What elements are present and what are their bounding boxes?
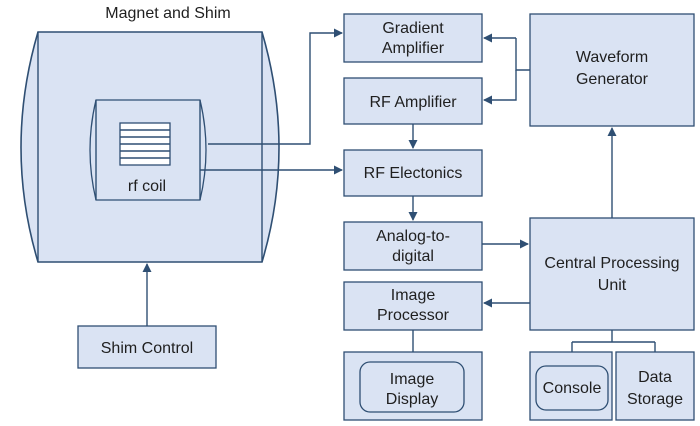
image-display-label-line1: Image — [390, 371, 435, 388]
waveform-generator-label-line1: Waveform — [576, 49, 648, 66]
waveform-to-rf-amplifier-arrow — [483, 70, 517, 105]
gradient-amplifier-label-line2: Amplifier — [382, 40, 445, 57]
gradient-amplifier-label-line1: Gradient — [382, 20, 444, 37]
rf-coil: rf coil — [89, 99, 207, 201]
shim-control-box — [77, 325, 217, 369]
central-processing-unit-box — [529, 217, 695, 331]
waveform-generator-link — [515, 38, 530, 71]
cpu-to-peripherals-connector — [571, 330, 656, 352]
magnet-title: Magnet and Shim — [105, 5, 230, 22]
rf-amplifier-box — [343, 77, 483, 125]
rf-electronics-label: RF Electonics — [364, 165, 463, 182]
data-storage-label-line2: Storage — [627, 391, 683, 408]
waveform-generator-label-line2: Generator — [576, 71, 649, 88]
image-display-screen — [359, 361, 465, 413]
gradient-to-magnet-arrow — [208, 28, 343, 145]
image-processor-label-line2: Processor — [377, 307, 450, 324]
data-storage-box — [615, 351, 695, 421]
analog-to-digital-label-line2: digital — [392, 248, 434, 265]
gradient-amplifier-box — [343, 13, 483, 63]
console-screen — [535, 365, 609, 411]
console-label: Console — [543, 380, 602, 397]
cpu-label-line2: Unit — [598, 277, 627, 294]
waveform-generator-box — [529, 13, 695, 127]
analog-to-digital-label-line1: Analog-to- — [376, 228, 450, 245]
analog-to-digital-box — [343, 221, 483, 271]
image-display-label-line2: Display — [386, 391, 438, 408]
rf-coil-label: rf coil — [128, 178, 166, 195]
data-storage-label-line1: Data — [638, 369, 672, 386]
cpu-label-line1: Central Processing — [544, 255, 679, 272]
rf-amplifier-label: RF Amplifier — [369, 94, 457, 111]
image-processor-box — [343, 281, 483, 331]
shim-control-label: Shim Control — [101, 340, 193, 357]
image-processor-label-line1: Image — [391, 287, 436, 304]
rf-electronics-box — [343, 149, 483, 197]
